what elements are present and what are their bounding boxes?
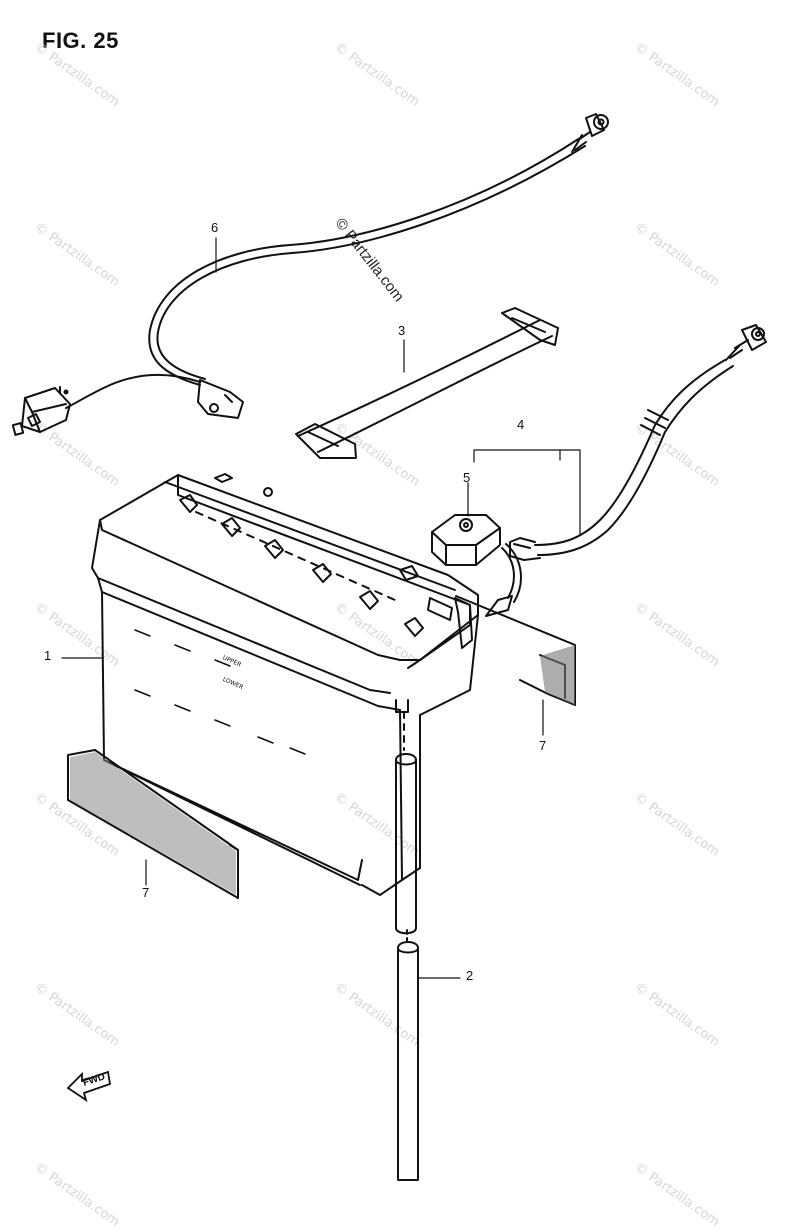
battery-cushion-bottom [67,749,239,899]
callout-7-side: 7 [539,738,547,753]
callout-2: 2 [466,968,474,983]
battery-strap [295,307,559,459]
terminal-cover [431,514,501,566]
fig-title: FIG. 25 [42,28,119,53]
parts-diagram: FWD [11,113,767,1181]
callout-3: 3 [398,323,406,338]
fwd-arrow: FWD [66,1070,112,1103]
leader-4 [473,449,581,536]
callout-6: 6 [211,220,219,235]
positive-cable [485,324,767,617]
breather-tube [395,753,419,1181]
callout-7-bottom: 7 [142,885,150,900]
callout-1: 1 [44,648,52,663]
callout-4: 4 [517,417,525,432]
callout-5: 5 [463,470,471,485]
battery-body [91,473,479,896]
negative-cable [11,113,609,436]
